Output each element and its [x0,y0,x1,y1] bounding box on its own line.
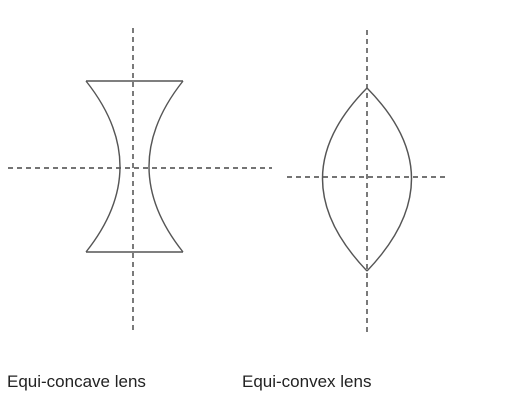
convex-lens-caption: Equi-convex lens [242,372,372,391]
convex-right-surface [366,87,413,272]
concave-lens-caption: Equi-concave lens [7,372,146,391]
equi-concave-lens-figure [8,28,272,333]
equi-convex-lens-figure [287,30,446,333]
concave-right-surface [148,80,184,253]
concave-left-surface [85,80,121,253]
convex-left-surface [321,87,368,272]
